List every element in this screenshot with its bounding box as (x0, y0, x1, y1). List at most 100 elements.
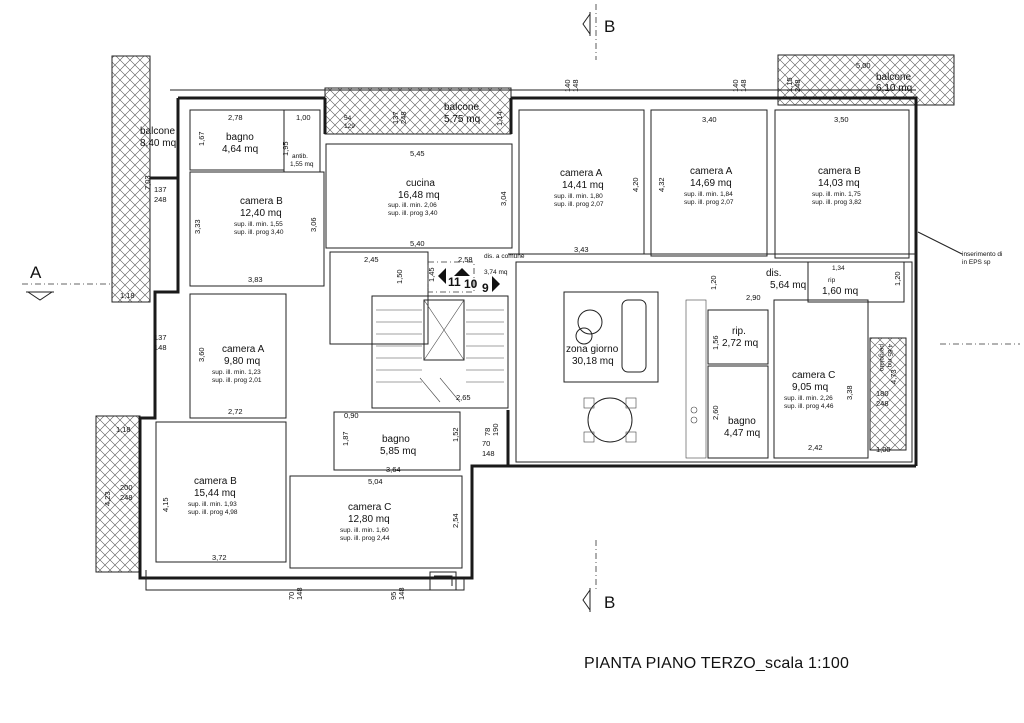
dim: 200 (120, 483, 133, 492)
dim: 3,40 (702, 115, 717, 124)
room-area: 1,60 mq (822, 286, 858, 297)
room-name: camera B (194, 476, 237, 487)
dim: 7,03 (143, 175, 152, 190)
dim: 3,33 (193, 219, 202, 234)
balcony-left-hatch (111, 55, 151, 303)
room-area: 4,85 mq (886, 344, 893, 368)
room-area: 5,64 mq (770, 280, 806, 291)
room-name: camera A (560, 168, 603, 179)
room-name: bagno (728, 416, 756, 427)
dim: 137 (154, 333, 167, 342)
room-name: cucina (406, 178, 435, 189)
room-dis: dis. 5,64 mq (766, 268, 806, 291)
dim: 248 (120, 493, 133, 502)
dim: 1,45 (427, 267, 436, 282)
room-area: 14,69 mq (690, 178, 732, 189)
room-area: 2,72 mq (722, 338, 758, 349)
note-line-2: in EPS sp (962, 259, 991, 266)
room-name: rip. (732, 326, 746, 337)
dim: 1,00 (296, 113, 311, 122)
room-camera-c-bottom: camera C 12,80 mq sup. ill. min. 1,60 su… (340, 502, 391, 542)
room-area: 16,48 mq (398, 190, 440, 201)
room-pergolato: pergolato 4,85 mq (878, 344, 893, 371)
dim: 3,06 (309, 217, 318, 232)
dimension-labels: 2,78 1,00 5,45 5,40 3,40 3,50 3,43 3,83 … (103, 61, 902, 600)
room-camera-a-2: camera A 14,69 mq sup. ill. min. 1,84 su… (684, 166, 734, 206)
room-dis-comune: dis. a comune 3,74 mq (484, 253, 525, 276)
room-area: 5,85 mq (380, 446, 416, 457)
dim: 1,18 (120, 291, 135, 300)
room-sup-prog: sup. ill. prog 2,44 (340, 535, 390, 542)
room-sup-prog: sup. ill. prog 2,07 (684, 199, 734, 206)
section-a-label: A (30, 263, 42, 282)
eps-note: inserimento di in EPS sp (917, 231, 1002, 266)
room-area: 4,47 mq (724, 428, 760, 439)
section-mark-b-top: B (582, 4, 615, 60)
dim: 3,50 (834, 115, 849, 124)
section-b-bottom-label: B (604, 593, 615, 612)
dim: 148 (482, 449, 495, 458)
dim: 1,20 (709, 275, 718, 290)
dim: 3,60 (197, 347, 206, 362)
room-area: 3,74 mq (484, 269, 508, 276)
dim: 1,20 (893, 271, 902, 286)
dim: 3,64 (386, 465, 401, 474)
dim: 137 (154, 185, 167, 194)
dim: 2,45 (364, 255, 379, 264)
room-name: balcone (140, 126, 175, 137)
room-camera-c-right: camera C 9,05 mq sup. ill. min. 2,26 sup… (784, 370, 835, 410)
dim: 148 (397, 587, 406, 600)
room-area: 14,41 mq (562, 180, 604, 191)
section-mark-b-bottom: B (582, 540, 615, 612)
room-sup-prog: sup. ill. prog 3,40 (388, 210, 438, 217)
plan-title: PIANTA PIANO TERZO_scala 1:100 (584, 655, 849, 672)
dim: 3,83 (248, 275, 263, 284)
dim: 2,42 (808, 443, 823, 452)
room-name: bagno (226, 132, 254, 143)
room-camera-b-top-right: camera B 14,03 mq sup. ill. min. 1,75 su… (812, 166, 862, 206)
room-name: camera C (348, 502, 391, 513)
stair-number-11: 11 (448, 275, 461, 289)
dim: 140 (731, 79, 740, 92)
dim: 4,15 (161, 497, 170, 512)
dim: 5,45 (410, 149, 425, 158)
room-antib: antib. 1,55 mq (290, 153, 314, 168)
dim: 1,00 (876, 445, 891, 454)
dim: 1,34 (832, 265, 845, 272)
room-name: dis. a comune (484, 253, 525, 260)
dim: 5,00 (856, 61, 871, 70)
stair-arrow-up-icon (454, 268, 470, 276)
section-mark-a: A (22, 263, 1020, 345)
dim: 2,72 (228, 407, 243, 416)
room-sup-prog: sup. ill. prog 2,07 (554, 201, 604, 208)
dim: 248 (876, 399, 889, 408)
room-area: 6,10 mq (876, 83, 912, 94)
room-name: rip (828, 277, 836, 284)
room-sup-min: sup. ill. min. 1,75 (812, 191, 861, 198)
room-area: 8,40 mq (140, 138, 176, 149)
room-name: camera A (222, 344, 265, 355)
room-sup-prog: sup. ill. prog 3,82 (812, 199, 862, 206)
room-sup-prog: sup. ill. prog 3,40 (234, 229, 284, 236)
room-bagno-right: bagno 4,47 mq (724, 416, 760, 439)
furniture-living (563, 291, 698, 443)
dim: 3,72 (212, 553, 227, 562)
room-sup-min: sup. ill. min. 1,93 (188, 501, 237, 508)
room-name: bagno (382, 434, 410, 445)
room-sup-min: sup. ill. min. 1,60 (340, 527, 389, 534)
dim: 1,52 (451, 427, 460, 442)
room-balcone-left: balcone 8,40 mq (140, 126, 176, 149)
dim: 78 (483, 428, 492, 436)
room-area: 12,80 mq (348, 514, 390, 525)
dim: 1,95 (281, 141, 290, 156)
dim: 1,87 (341, 431, 350, 446)
dim: 148 (571, 79, 580, 92)
room-bagno-mid: bagno 5,85 mq (380, 434, 416, 457)
dim: 1,18 (116, 425, 131, 434)
dim: 248 (793, 79, 802, 92)
room-name: antib. (292, 153, 308, 160)
dim: 180 (876, 389, 889, 398)
dim: 137 (391, 111, 400, 124)
staircase: 11 10 9 (376, 261, 504, 403)
